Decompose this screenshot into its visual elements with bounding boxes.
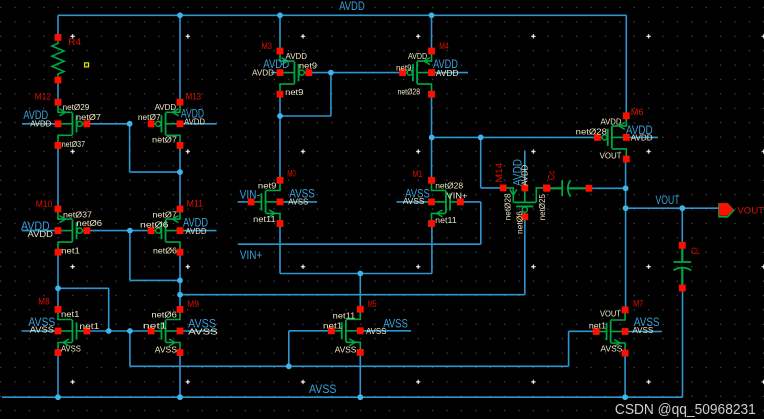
svg-text:M11: M11 (187, 199, 204, 210)
svg-text:AVDD: AVDD (339, 1, 365, 13)
svg-text:VOUT: VOUT (737, 206, 764, 217)
svg-text:netØ28: netØ28 (398, 86, 421, 96)
svg-text:AVDD: AVDD (519, 165, 529, 186)
svg-text:netØ37: netØ37 (63, 210, 92, 220)
svg-text:AVSS: AVSS (383, 319, 408, 331)
svg-text:AVSS: AVSS (188, 319, 216, 331)
svg-text:netØ6: netØ6 (77, 218, 103, 228)
svg-text:netØ29: netØ29 (63, 102, 90, 112)
svg-text:VOUT: VOUT (600, 150, 623, 160)
svg-text:AVDD: AVDD (436, 68, 459, 78)
svg-text:netØ28: netØ28 (502, 193, 512, 220)
svg-text:VIN+: VIN+ (240, 250, 263, 262)
svg-text:AVSS: AVSS (289, 189, 315, 201)
svg-text:M13: M13 (186, 92, 202, 103)
svg-text:netØ7: netØ7 (76, 112, 101, 122)
svg-text:M5: M5 (368, 299, 377, 310)
svg-text:M3: M3 (262, 41, 272, 52)
svg-text:AVDD: AVDD (263, 59, 289, 71)
svg-text:net1: net1 (589, 320, 606, 330)
svg-text:AVSS: AVSS (28, 317, 55, 329)
svg-text:net11: net11 (333, 310, 356, 320)
svg-text:VOUT: VOUT (656, 195, 680, 207)
svg-text:net9: net9 (258, 180, 277, 190)
svg-text:net1: net1 (323, 321, 343, 331)
svg-text:AVSS: AVSS (155, 344, 177, 354)
svg-text:AVDD: AVDD (513, 159, 525, 186)
svg-text:AVDD: AVDD (181, 109, 204, 121)
svg-text:AVDD: AVDD (408, 51, 427, 61)
svg-text:CSDN @qq_50968231: CSDN @qq_50968231 (615, 402, 756, 418)
svg-text:AVDD: AVDD (155, 102, 177, 112)
svg-text:net1: net1 (79, 321, 99, 331)
svg-text:VIN+: VIN+ (447, 191, 468, 201)
svg-text:net9: net9 (396, 63, 412, 73)
svg-text:AVDD: AVDD (626, 125, 653, 137)
svg-text:AVSS: AVSS (335, 344, 357, 354)
svg-text:AVDD: AVDD (30, 119, 51, 129)
svg-text:M10: M10 (36, 199, 53, 210)
svg-text:M0: M0 (287, 169, 296, 180)
svg-text:AVSS: AVSS (366, 326, 387, 336)
svg-text:netØ6: netØ6 (140, 219, 169, 229)
svg-text:M12: M12 (35, 92, 51, 103)
svg-text:M7: M7 (633, 299, 643, 310)
svg-text:AVSS: AVSS (188, 326, 218, 336)
svg-text:M6: M6 (631, 107, 644, 118)
svg-text:AVSS: AVSS (403, 196, 425, 206)
svg-text:AVSS: AVSS (61, 344, 81, 354)
svg-text:netØ6: netØ6 (153, 245, 177, 255)
svg-text:net1: net1 (61, 309, 80, 319)
svg-text:net9: net9 (299, 60, 317, 70)
svg-text:AVDD: AVDD (21, 221, 50, 233)
svg-text:netØ37: netØ37 (62, 139, 86, 149)
svg-text:net11: net11 (253, 214, 276, 224)
svg-text:AVSS: AVSS (632, 325, 653, 335)
svg-text:AVDD: AVDD (631, 132, 653, 142)
svg-text:AVDD: AVDD (184, 117, 205, 127)
svg-text:AVDD: AVDD (23, 110, 48, 122)
svg-text:netØ7: netØ7 (152, 135, 177, 145)
svg-text:VIN-: VIN- (240, 190, 260, 202)
svg-text:net1: net1 (143, 321, 167, 331)
svg-text:M14: M14 (494, 163, 505, 183)
svg-text:AVDD: AVDD (286, 51, 308, 61)
svg-text:CL: CL (691, 246, 700, 257)
svg-text:AVSS: AVSS (601, 344, 623, 354)
svg-text:net11: net11 (435, 215, 457, 225)
svg-text:net9: net9 (285, 87, 304, 97)
svg-text:AVSS: AVSS (288, 196, 308, 206)
svg-text:AVDD: AVDD (28, 229, 54, 239)
svg-text:AVSS: AVSS (634, 317, 660, 329)
svg-text:AVSS: AVSS (30, 325, 54, 335)
svg-text:Cc: Cc (547, 171, 558, 181)
svg-text:netØ28: netØ28 (435, 181, 463, 191)
svg-text:netØ6: netØ6 (515, 211, 525, 234)
svg-text:AVSS: AVSS (405, 189, 430, 201)
svg-text:netØ7: netØ7 (138, 112, 161, 122)
svg-text:netØ28: netØ28 (576, 127, 607, 137)
svg-text:M4: M4 (439, 41, 449, 52)
svg-text:netØ6: netØ6 (151, 309, 177, 319)
svg-text:M1: M1 (413, 169, 423, 180)
svg-text:AVDD: AVDD (186, 226, 207, 236)
svg-text:M8: M8 (38, 297, 49, 308)
svg-text:netØ7: netØ7 (152, 210, 177, 220)
svg-text:AVDD: AVDD (183, 218, 208, 230)
svg-text:AVDD: AVDD (252, 68, 274, 78)
svg-text:AVDD: AVDD (433, 59, 458, 71)
svg-text:net1: net1 (61, 245, 80, 255)
svg-text:VOUT: VOUT (600, 309, 622, 319)
svg-text:M9: M9 (187, 299, 199, 310)
svg-text:AVSS: AVSS (309, 384, 337, 396)
svg-text:netØ25: netØ25 (537, 194, 547, 220)
svg-text:R4: R4 (68, 37, 81, 48)
svg-text:AVDD: AVDD (601, 117, 622, 127)
